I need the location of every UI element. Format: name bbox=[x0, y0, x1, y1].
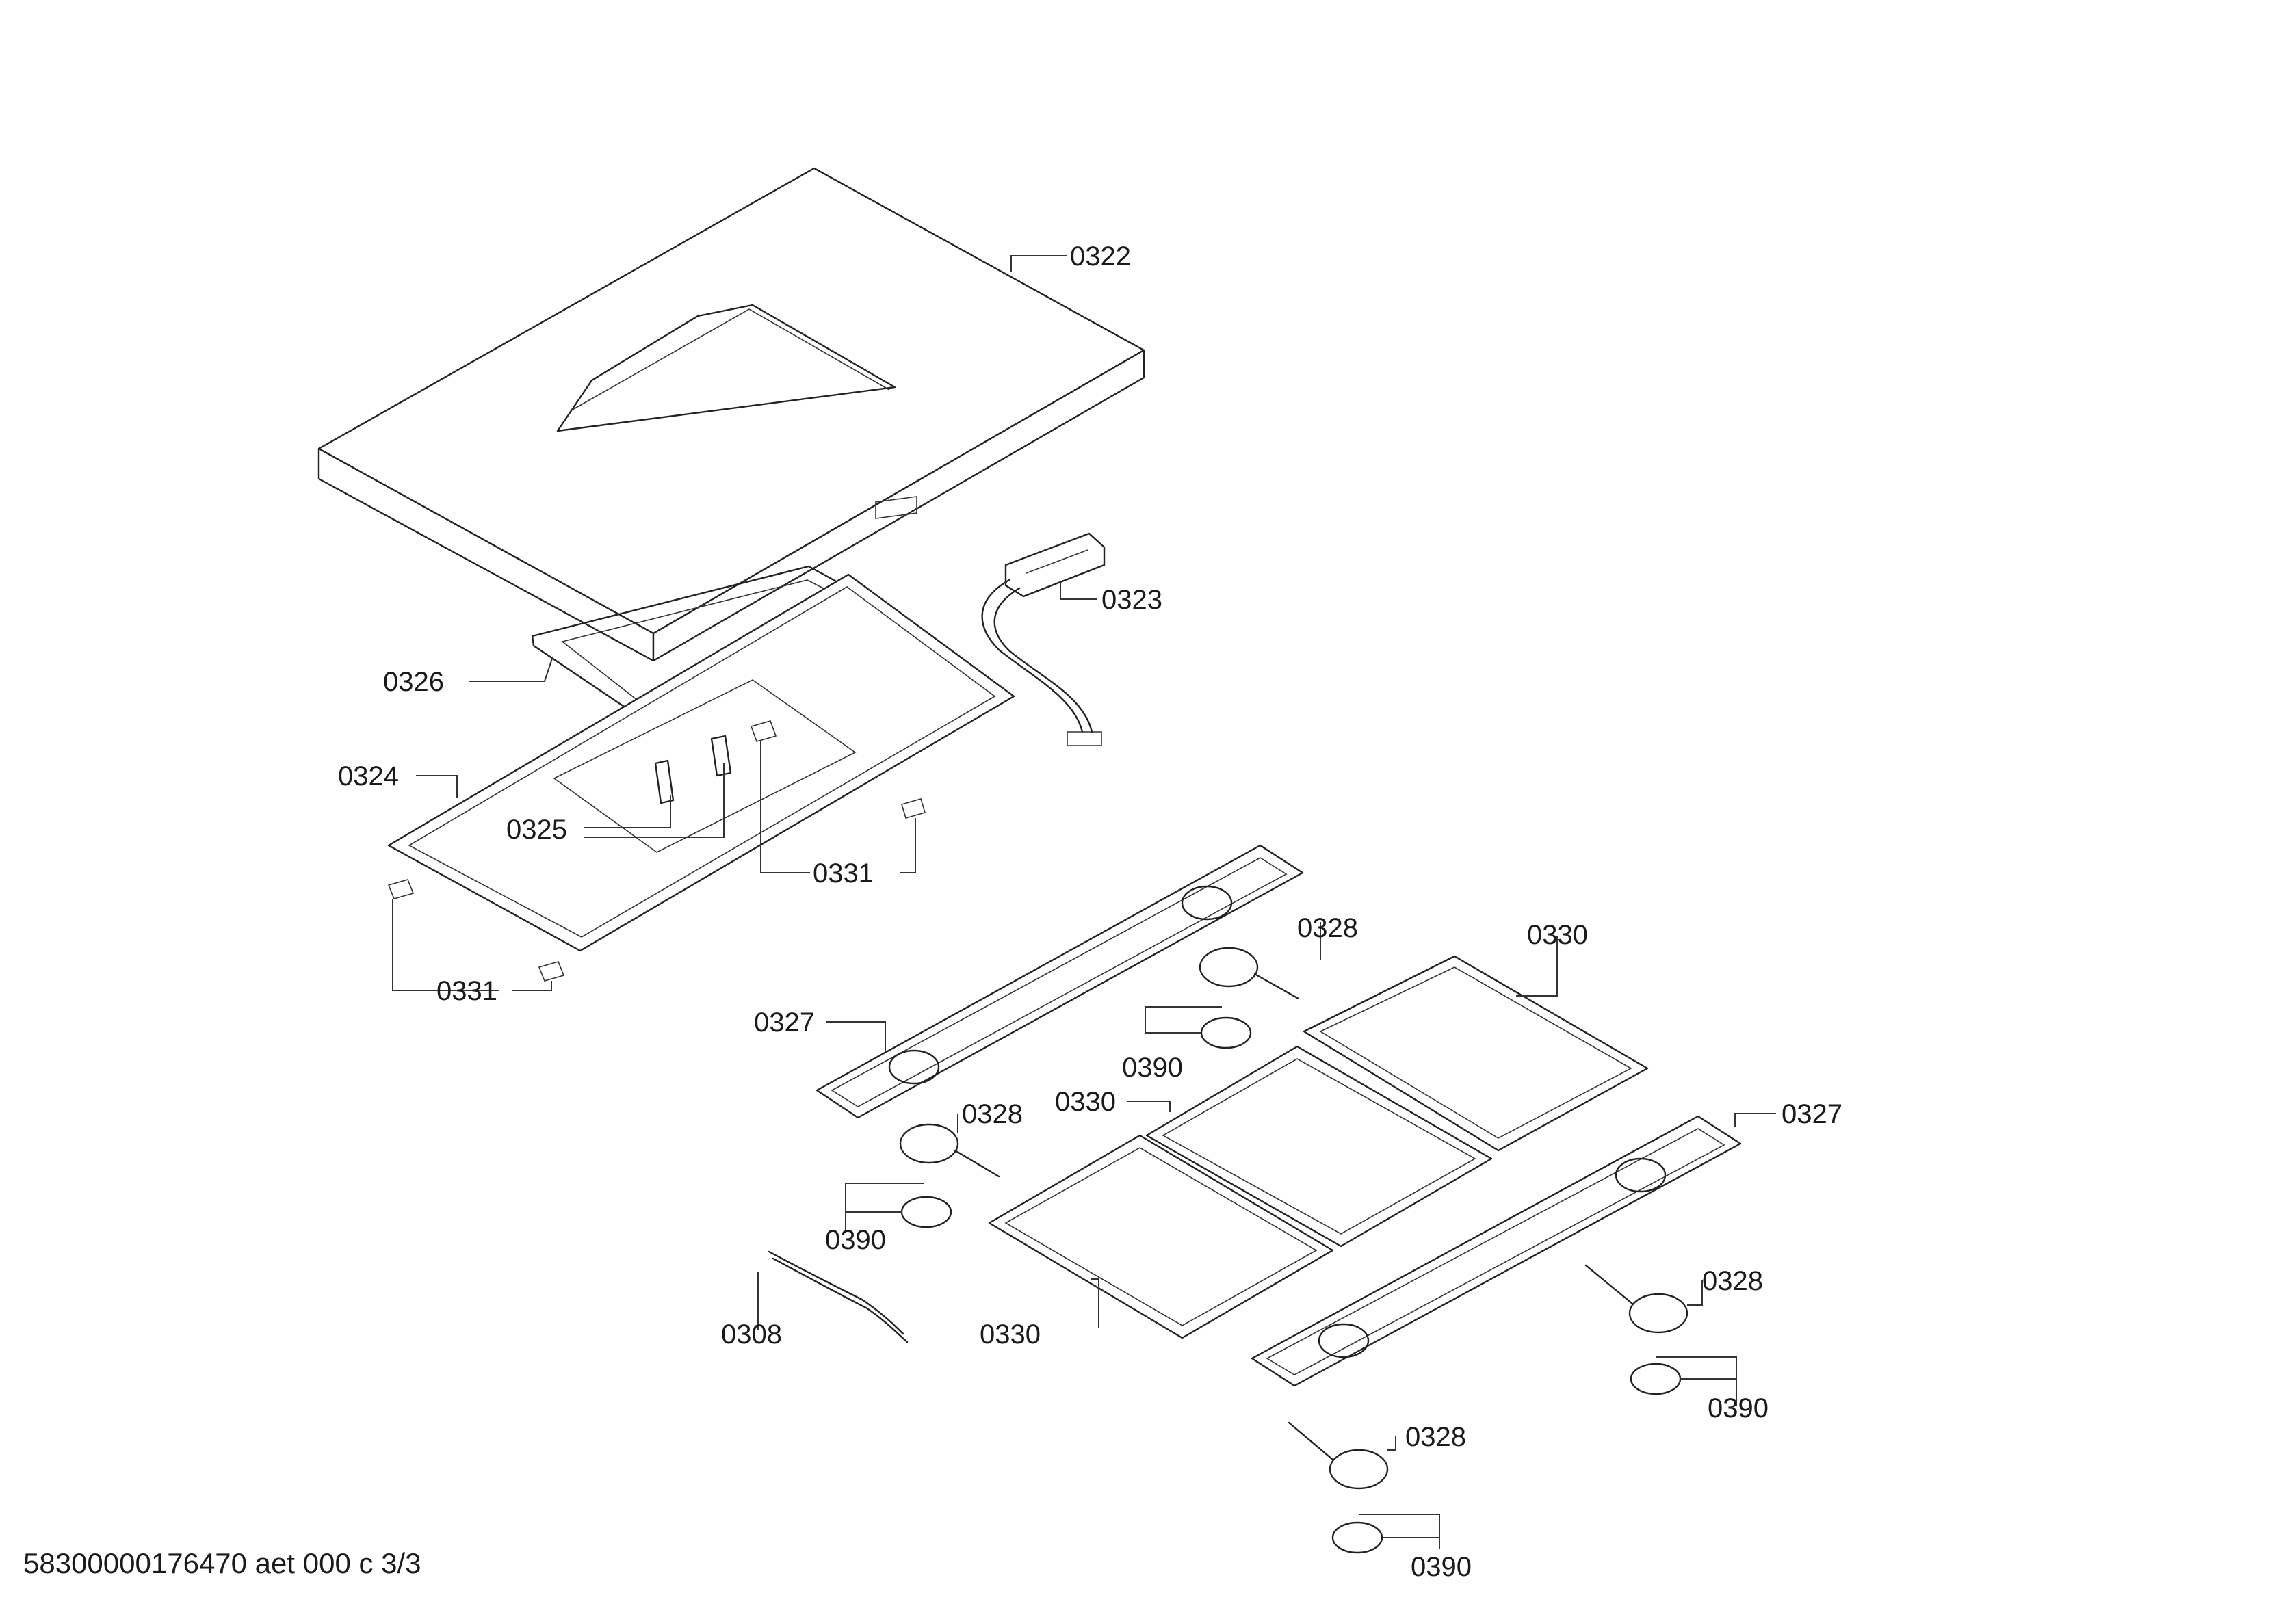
part-0327-filter-rail-upper bbox=[816, 844, 1304, 1119]
callout-0330-left: 0330 bbox=[980, 1319, 1041, 1350]
callout-0331-left: 0331 bbox=[436, 976, 497, 1006]
callout-0390-upper: 0390 bbox=[1122, 1053, 1183, 1083]
callout-0308: 0308 bbox=[721, 1319, 782, 1350]
part-0328-lamps bbox=[899, 947, 1688, 1490]
callout-0326: 0326 bbox=[383, 667, 444, 697]
part-0308-wire-harness bbox=[768, 1250, 909, 1343]
part-0327-filter-rail-lower bbox=[1251, 1115, 1742, 1387]
document-code: 58300000176470 aet 000 c 3/3 bbox=[23, 1547, 421, 1579]
callout-0327-upper: 0327 bbox=[754, 1008, 815, 1038]
callout-0322: 0322 bbox=[1070, 241, 1131, 272]
callout-0330-middle: 0330 bbox=[1055, 1087, 1116, 1117]
callout-0323: 0323 bbox=[1101, 585, 1162, 615]
callout-0327-lower: 0327 bbox=[1782, 1099, 1842, 1129]
part-0324-chassis-plate bbox=[387, 573, 1015, 952]
part-0330-grease-filters bbox=[988, 955, 1649, 1339]
part-0322-hood-cover bbox=[317, 167, 1145, 662]
callout-0325: 0325 bbox=[506, 815, 567, 845]
callout-0328-lower-right: 0328 bbox=[1702, 1266, 1763, 1296]
callout-0328-upper: 0328 bbox=[1297, 913, 1358, 943]
callout-0331-right: 0331 bbox=[813, 858, 874, 888]
leader-lines bbox=[392, 255, 1776, 1549]
callout-0324: 0324 bbox=[338, 761, 399, 791]
callout-0390-bottom: 0390 bbox=[1411, 1552, 1472, 1582]
callout-0328-left: 0328 bbox=[962, 1099, 1023, 1129]
callout-0390-left: 0390 bbox=[825, 1225, 886, 1255]
callout-0330-right: 0330 bbox=[1527, 920, 1588, 950]
callout-0390-lower-right: 0390 bbox=[1708, 1393, 1769, 1423]
part-0331-pads bbox=[387, 879, 565, 982]
callout-labels: 0322 0323 0326 0324 0325 0331 0331 0327 … bbox=[338, 241, 1842, 1582]
part-0323-control-module bbox=[981, 532, 1106, 746]
callout-0328-bottom: 0328 bbox=[1405, 1422, 1466, 1452]
